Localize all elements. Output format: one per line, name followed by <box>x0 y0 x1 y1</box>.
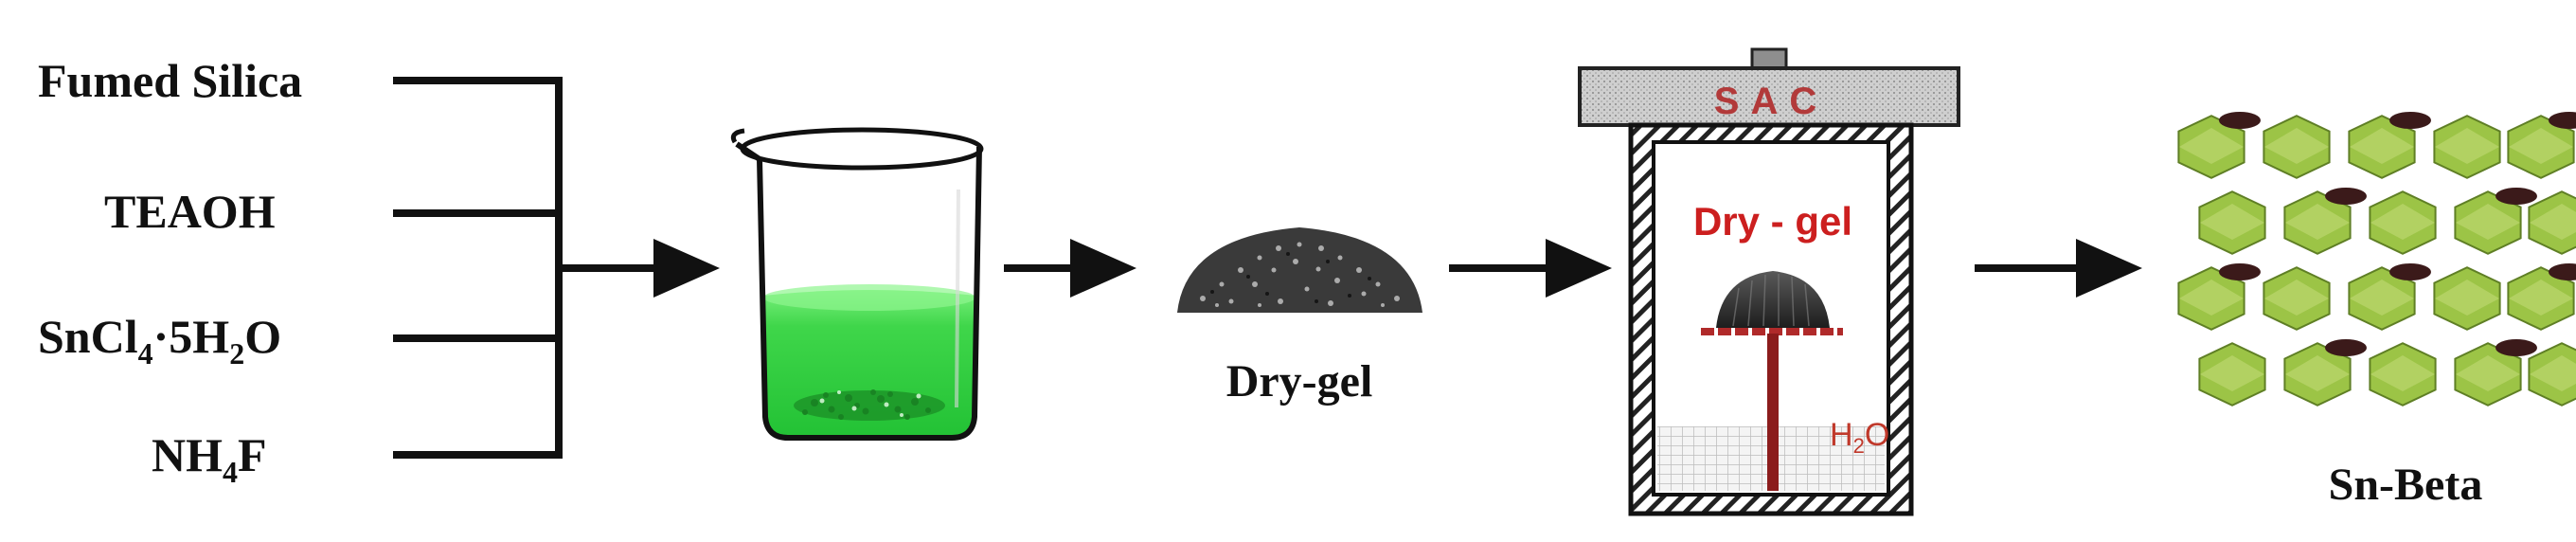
zeolite-structure-icon <box>2177 112 2576 406</box>
zeolite-facet <box>2370 355 2435 391</box>
arrow-icon <box>1070 239 1136 298</box>
zeolite-facet <box>2350 128 2414 164</box>
reagent-teaoh: TEAOH <box>104 185 276 238</box>
beaker-icon <box>730 127 984 441</box>
zeolite-facet <box>2264 128 2329 164</box>
zeolite-facet <box>2435 128 2499 164</box>
reagent-list: Fumed Silica TEAOH SnCl4·5H2O NH4F <box>38 54 302 489</box>
autoclave-dry-gel-label: Dry - gel <box>1693 199 1852 244</box>
dry-gel-mound-icon <box>1177 227 1422 313</box>
zeolite-pore <box>2325 339 2367 356</box>
water-label: H2O <box>1830 417 1889 458</box>
zeolite-facet <box>2435 280 2499 316</box>
zeolite-facet <box>2200 204 2264 240</box>
zeolite-pore <box>2325 188 2367 205</box>
sn-beta-label: Sn-Beta <box>2329 460 2483 510</box>
zeolite-facet <box>2456 204 2520 240</box>
zeolite-facet <box>2509 128 2573 164</box>
zeolite-facet <box>2179 128 2244 164</box>
zeolite-facet <box>2530 204 2576 240</box>
zeolite-pore <box>2389 263 2431 280</box>
zeolite-facet <box>2509 280 2573 316</box>
zeolite-pore <box>2219 263 2261 280</box>
arrow-icon <box>2076 239 2142 298</box>
zeolite-facet <box>2456 355 2520 391</box>
zeolite-pore <box>2389 112 2431 129</box>
reagent-nh4f: NH4F <box>152 428 267 489</box>
zeolite-facet <box>2285 204 2350 240</box>
zeolite-facet <box>2264 280 2329 316</box>
zeolite-pore <box>2496 339 2537 356</box>
autoclave-icon <box>1578 47 1960 516</box>
zeolite-pore <box>2496 188 2537 205</box>
arrow-icon <box>1546 239 1612 298</box>
zeolite-pore <box>2219 112 2261 129</box>
zeolite-facet <box>2179 280 2244 316</box>
zeolite-facet <box>2285 355 2350 391</box>
zeolite-facet <box>2200 355 2264 391</box>
dry-gel-label: Dry-gel <box>1226 356 1373 406</box>
arrow-icon <box>653 239 720 298</box>
reagent-sncl4: SnCl4·5H2O <box>38 310 281 370</box>
reagent-fumed-silica: Fumed Silica <box>38 54 302 107</box>
zeolite-facet <box>2350 280 2414 316</box>
zeolite-facet <box>2530 355 2576 391</box>
zeolite-pore <box>2549 263 2576 280</box>
merge-bracket <box>393 77 663 459</box>
zeolite-facet <box>2370 204 2435 240</box>
sac-label: SAC <box>1714 81 1828 122</box>
zeolite-pore <box>2549 112 2576 129</box>
